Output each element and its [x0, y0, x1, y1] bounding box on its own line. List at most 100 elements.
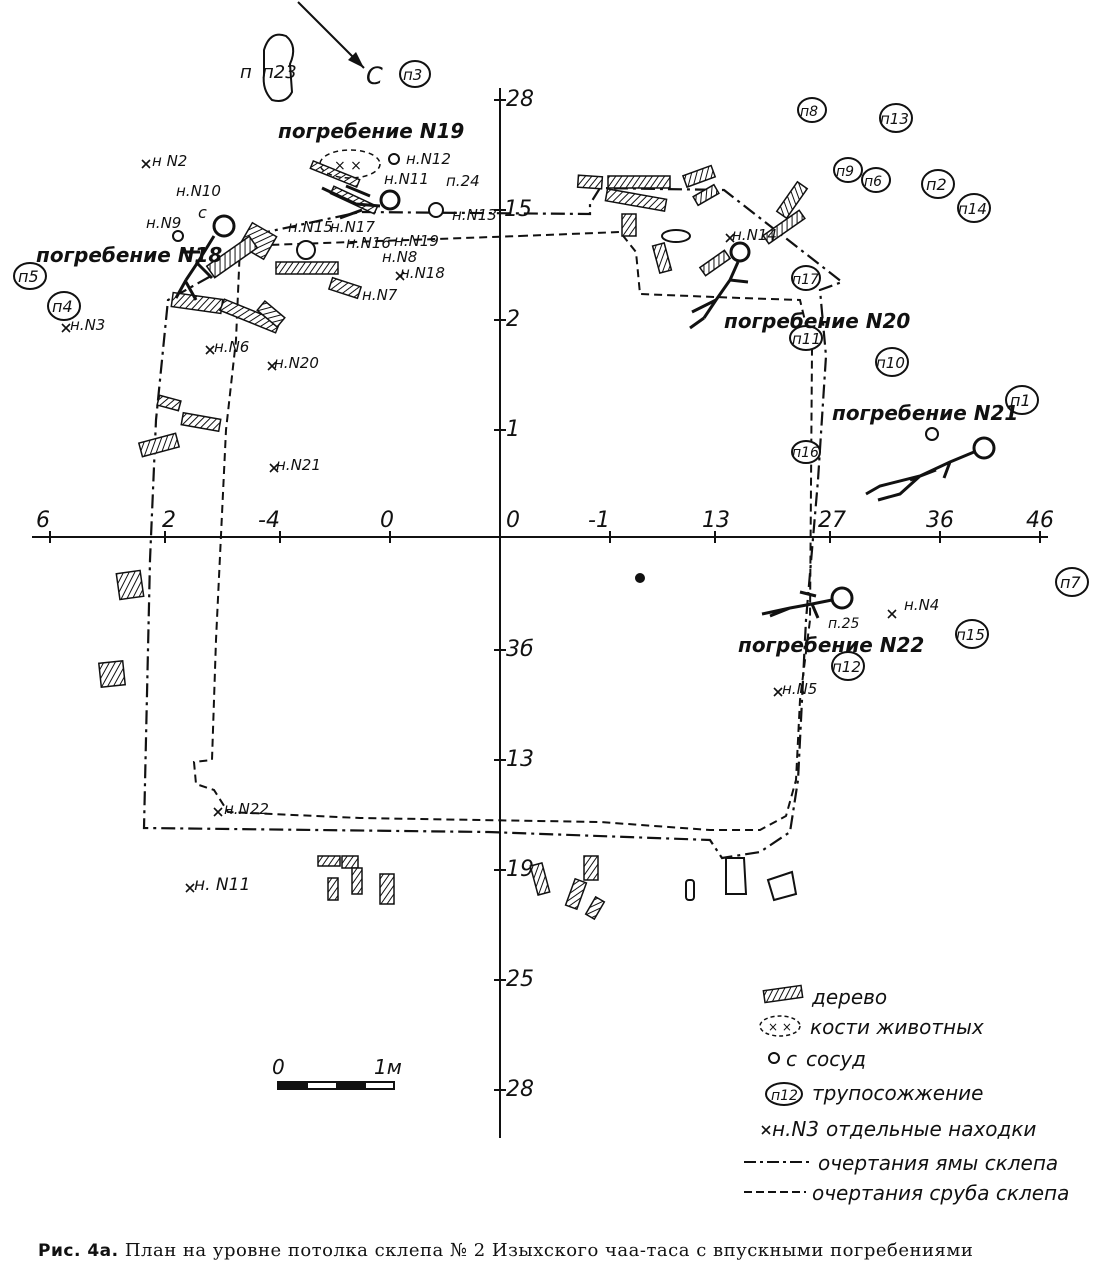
- cremation-marker: [791, 265, 821, 291]
- caption-text: План на уровне потолка склепа № 2 Изыхск…: [124, 1240, 974, 1261]
- cremation-marker: [921, 169, 955, 199]
- burial-label: погребение N20: [724, 309, 910, 333]
- find-label: н.N18: [400, 264, 445, 282]
- svg-text:× ×: × ×: [334, 158, 362, 174]
- wood-fragments: [97, 159, 809, 921]
- find-label: н.N9: [146, 214, 181, 232]
- legend-bones-swatch: [759, 1015, 801, 1037]
- cremation-marker: [957, 193, 991, 223]
- cremation-markers: [13, 33, 1089, 681]
- cremation-marker: [789, 325, 823, 351]
- wood-log: [584, 895, 606, 921]
- y-tick-label: 2: [506, 307, 520, 332]
- y-tick-label: 3б: [506, 637, 534, 662]
- soil-stain: [635, 573, 645, 583]
- wood-log: [180, 411, 222, 433]
- wood-log: [156, 394, 182, 412]
- y-tick-label: 1: [506, 417, 520, 442]
- legend-label: сосуд: [806, 1047, 866, 1071]
- legend-wood-swatch: [762, 984, 804, 1004]
- vessel-icon: [172, 230, 184, 242]
- svg-text:н.N3: н.N3: [772, 1117, 819, 1141]
- burial-labels: погребение N19 погребение N18 погребение…: [36, 119, 1018, 657]
- find-label: н.N13: [452, 206, 497, 224]
- burial-label: погребение N21: [832, 401, 1018, 425]
- scale-start: 0: [272, 1055, 285, 1079]
- cremation-marker: [791, 440, 821, 464]
- scale-bar: 0 1м: [272, 1055, 402, 1090]
- cremation-marker: [833, 157, 863, 183]
- find-label: н.N15: [288, 218, 333, 236]
- legend-label: очертания ямы склепа: [818, 1151, 1058, 1175]
- skeleton-burial-18: [174, 214, 236, 301]
- find-label: н.N3: [70, 316, 105, 334]
- stone-slabs: [661, 229, 798, 902]
- legend-label: очертания сруба склепа: [812, 1181, 1069, 1205]
- north-arrow: С: [297, 1, 383, 90]
- stone: [661, 229, 691, 243]
- y-tick-label: 15: [504, 197, 532, 222]
- stone: [725, 857, 748, 895]
- wood-log: [97, 659, 127, 689]
- cremation-marker: [47, 291, 81, 321]
- y-tick-label: 28: [506, 87, 534, 112]
- svg-text:п3: п3: [403, 66, 422, 84]
- wood-log: [256, 299, 286, 329]
- wood-log: [564, 877, 588, 911]
- skeleton-burial-20: [689, 241, 751, 330]
- wood-log: [317, 855, 341, 867]
- animal-bones: × ×: [319, 149, 381, 179]
- svg-text:п8: п8: [800, 104, 818, 120]
- skeleton-burial-22: [761, 586, 854, 619]
- svg-text:× ×: × ×: [768, 1020, 792, 1034]
- burial-label: погребение N22: [738, 633, 924, 657]
- skull: [212, 214, 236, 238]
- cremation-labels: п1 п2 п3 п4 п5 п6 п7 п8 п9 п10 п11 п12 п…: [18, 62, 1081, 676]
- legend-vessel-swatch: [768, 1052, 780, 1064]
- svg-text:п5: п5: [18, 267, 39, 286]
- svg-text:п12: п12: [771, 1088, 798, 1104]
- legend-label: дерево: [811, 985, 887, 1009]
- wood-log: [604, 188, 668, 212]
- vessel-icon: [388, 153, 400, 165]
- x-tick-label: 36: [926, 508, 954, 533]
- find-label: н.N20: [274, 354, 319, 372]
- wood-log: [621, 213, 637, 237]
- find-label: н.N6: [214, 338, 249, 356]
- find-label: н.N10: [176, 182, 221, 200]
- wood-log: [576, 174, 604, 190]
- cremation-marker: [797, 97, 827, 123]
- axes: 6 2 -4 0 0 -1 13 27 36 46 28 15 2 1 3б 1…: [32, 87, 1054, 1138]
- x-tick-label: 0: [380, 508, 394, 533]
- legend-label: отдельные находки: [826, 1117, 1036, 1141]
- wood-log: [681, 164, 717, 189]
- cremation-marker: [879, 103, 913, 133]
- x-tick-label: 13: [702, 508, 730, 533]
- svg-text:п23: п23: [262, 62, 297, 83]
- find-label: н.N5: [782, 680, 817, 698]
- find-label: н.N7: [362, 286, 398, 304]
- find-label: н.N21: [276, 456, 321, 474]
- figure-caption: Рис. 4а. План на уровне потолка склепа №…: [38, 1240, 973, 1261]
- wood-log: [529, 862, 551, 896]
- find-label: н.N22: [224, 800, 269, 818]
- wood-log: [379, 873, 395, 905]
- cremation-marker: [831, 651, 865, 681]
- svg-text:п15: п15: [956, 626, 985, 644]
- find-label: н.N4: [904, 596, 939, 614]
- svg-text:п9: п9: [836, 164, 854, 180]
- find-label: н N2: [152, 152, 187, 170]
- skull: [379, 189, 401, 211]
- wood-log: [170, 291, 224, 315]
- north-label: С: [366, 62, 383, 90]
- wood-log: [327, 276, 363, 300]
- legend-label: кости животных: [810, 1015, 984, 1039]
- svg-text:п13: п13: [880, 110, 909, 128]
- x-tick-label: 0: [506, 508, 520, 533]
- legend-label: трупосожжение: [812, 1081, 983, 1105]
- svg-text:п: п: [240, 62, 252, 83]
- svg-text:с: с: [786, 1047, 797, 1071]
- crypt-pit-outline: [142, 186, 845, 860]
- find-label: н.N16: [346, 234, 391, 252]
